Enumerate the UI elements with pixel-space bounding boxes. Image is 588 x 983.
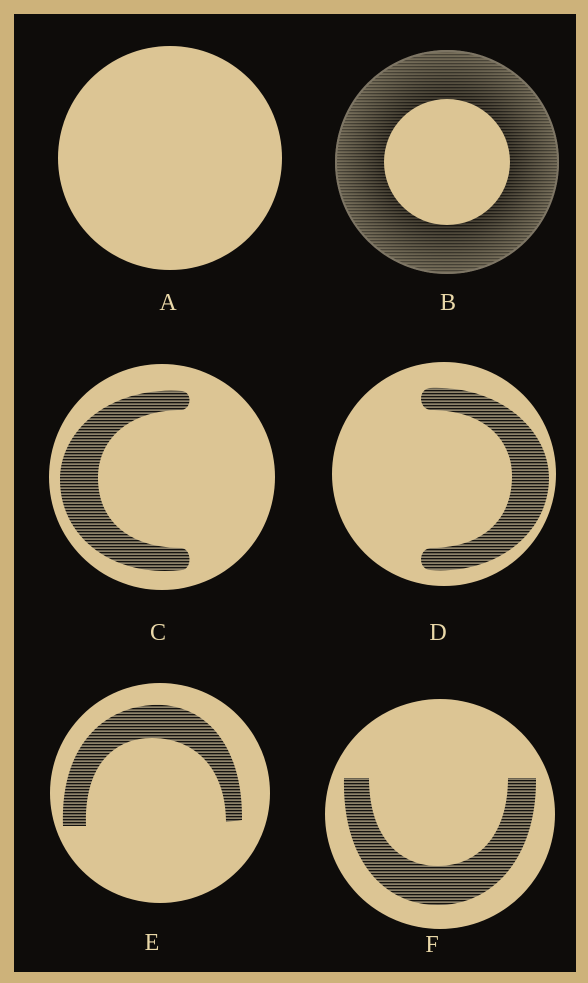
label-e: E [145, 930, 160, 956]
label-c: C [150, 620, 166, 646]
label-f: F [425, 932, 438, 958]
label-d: D [429, 620, 446, 646]
label-b: B [440, 290, 456, 316]
label-a: A [159, 290, 177, 316]
disc-b-core [384, 99, 510, 225]
disc-a [58, 46, 282, 270]
